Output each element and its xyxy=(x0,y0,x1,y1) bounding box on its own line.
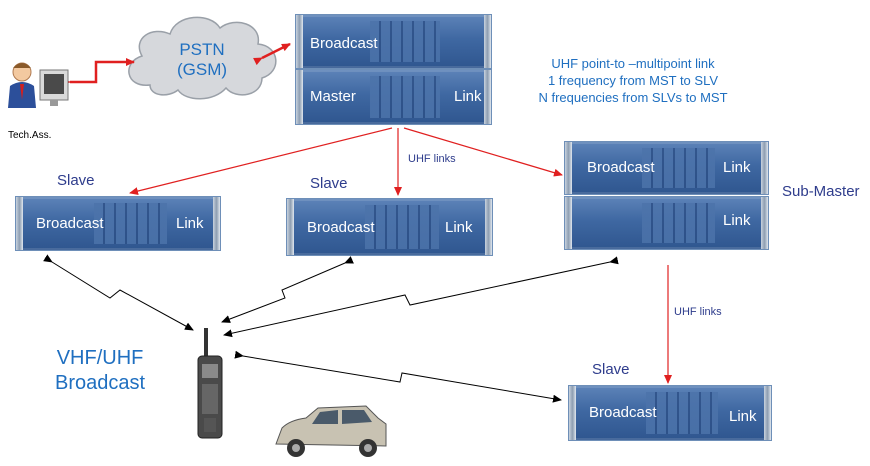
slave-mid-link-label: Link xyxy=(445,219,473,236)
submaster-bottom-unit: Link xyxy=(564,196,769,250)
radio-link-slave-left xyxy=(43,254,194,331)
broadcast-line2: Broadcast xyxy=(55,372,146,394)
slave-mid-broadcast-label: Broadcast xyxy=(307,219,375,236)
master-broadcast-unit: Broadcast xyxy=(295,14,492,69)
slave-left-link-label: Link xyxy=(176,215,204,232)
vhf-uhf-broadcast-label: VHF/UHF Broadcast xyxy=(55,346,145,396)
car-icon xyxy=(275,405,387,457)
slave-mid-title: Slave xyxy=(310,175,348,192)
pstn-label: PSTN (GSM) xyxy=(172,40,232,80)
slave-bottom-link-label: Link xyxy=(729,408,757,425)
master-link-unit: Master Link xyxy=(295,69,492,125)
submaster-broadcast-label: Broadcast xyxy=(587,159,655,176)
uhf-links-label-2: UHF links xyxy=(674,306,722,318)
slave-left-broadcast-label: Broadcast xyxy=(36,215,104,232)
pstn-line2: (GSM) xyxy=(176,60,228,79)
submaster-top-unit: Broadcast Link xyxy=(564,141,769,195)
technician-icon xyxy=(8,62,69,108)
slave-bottom-unit: Broadcast Link xyxy=(568,385,772,441)
uhf-arrow-to-slave-left xyxy=(129,127,393,195)
submaster-bottom-link-label: Link xyxy=(723,212,751,229)
slave-mid-unit: Broadcast Link xyxy=(286,198,493,256)
master-label: Master xyxy=(310,88,356,105)
submaster-side-label: Sub-Master xyxy=(782,183,860,200)
broadcast-line1: VHF/UHF xyxy=(56,347,144,369)
uhf-arrow-to-submaster xyxy=(403,127,563,177)
handheld-radio-icon xyxy=(197,328,223,439)
tech-label: Tech.Ass. xyxy=(8,130,52,141)
tech-to-cloud-link xyxy=(62,58,135,86)
uhf-links-label-1: UHF links xyxy=(408,153,456,165)
note-line1: UHF point-to –multipoint link xyxy=(551,56,715,71)
note-line2: 1 frequency from MST to SLV xyxy=(547,73,719,88)
radio-link-slave-mid xyxy=(221,256,354,323)
slave-left-title: Slave xyxy=(57,172,95,189)
slave-bottom-broadcast-label: Broadcast xyxy=(589,404,657,421)
slave-left-unit: Broadcast Link xyxy=(15,196,221,251)
submaster-top-link-label: Link xyxy=(723,159,751,176)
uhf-note: UHF point-to –multipoint link 1 frequenc… xyxy=(522,55,744,106)
radio-link-slave-bottom xyxy=(234,350,562,403)
master-link-label: Link xyxy=(454,88,482,105)
slave-bottom-title: Slave xyxy=(592,361,630,378)
cloud-to-master-link xyxy=(253,42,291,66)
master-broadcast-label: Broadcast xyxy=(310,35,378,52)
radio-link-submaster xyxy=(223,256,619,338)
pstn-line1: PSTN xyxy=(179,40,225,59)
note-line3: N frequencies from SLVs to MST xyxy=(538,90,728,105)
